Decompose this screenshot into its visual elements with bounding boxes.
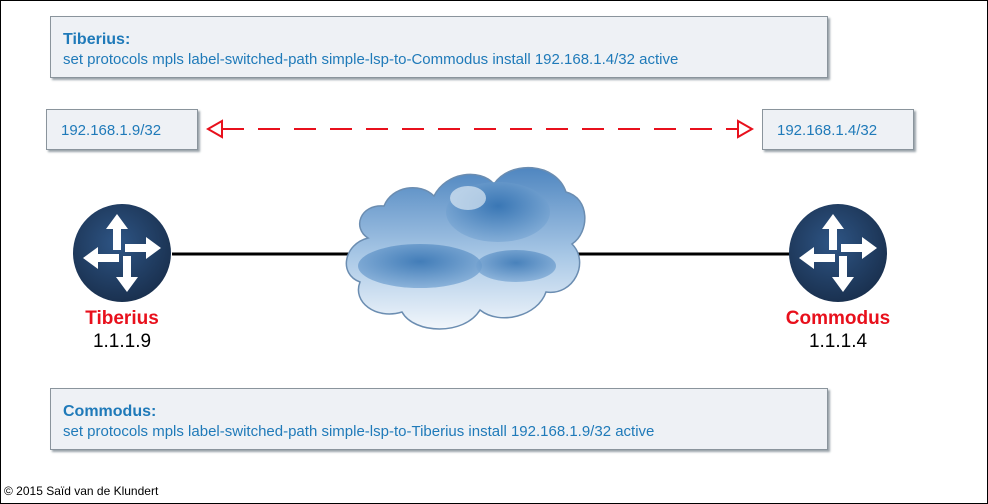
config-command: set protocols mpls label-switched-path s… (63, 51, 679, 68)
router-icon (789, 204, 887, 302)
prefix-label: 192.168.1.9/32 (61, 122, 162, 139)
cloud-icon (345, 166, 586, 330)
prefix-label: 192.168.1.4/32 (777, 122, 878, 139)
config-box-tiberius: Tiberius: set protocols mpls label-switc… (50, 16, 828, 78)
prefix-box-right: 192.168.1.4/32 (762, 109, 914, 150)
router-loopback-left: 1.1.1.9 (92, 331, 152, 352)
prefix-box-left: 192.168.1.9/32 (46, 109, 198, 150)
config-box-commodus: Commodus: set protocols mpls label-switc… (50, 388, 828, 450)
router-name-left: Tiberius (85, 308, 159, 329)
config-router-label: Tiberius: (63, 31, 131, 48)
dashed-double-arrow (205, 119, 755, 139)
config-router-label: Commodus: (63, 403, 157, 420)
config-command: set protocols mpls label-switched-path s… (63, 423, 655, 440)
router-loopback-right: 1.1.1.4 (808, 331, 868, 352)
router-name-right: Commodus (785, 308, 891, 329)
router-icon (73, 204, 171, 302)
copyright-footer: © 2015 Saïd van de Klundert (4, 484, 159, 498)
